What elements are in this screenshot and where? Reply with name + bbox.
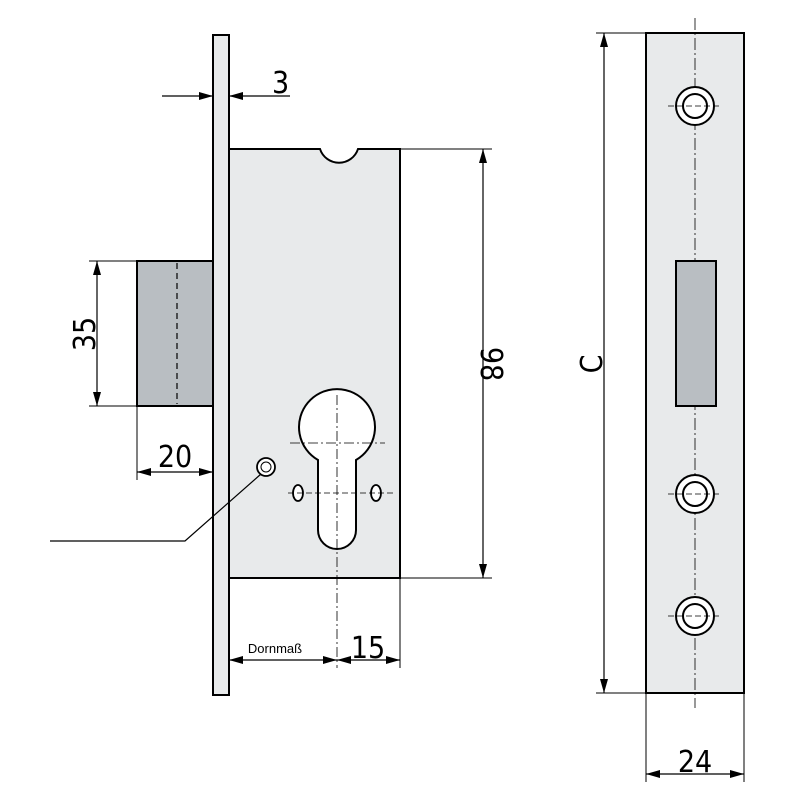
dim-bolt-projection: 20 bbox=[158, 440, 192, 475]
dim-faceplate-width: 24 bbox=[678, 745, 712, 780]
bolt bbox=[136, 260, 214, 407]
dim-backset-label: Dornmaß bbox=[248, 641, 302, 656]
leader-line bbox=[50, 473, 262, 542]
faceplate-side bbox=[212, 34, 230, 696]
lock-case bbox=[228, 148, 401, 579]
fixing-hole-inner bbox=[260, 461, 272, 473]
faceplate-screw-bottom bbox=[668, 596, 722, 636]
faceplate-screw-top bbox=[668, 86, 722, 126]
bolt-opening bbox=[675, 260, 717, 407]
dim-case-height: 98 bbox=[473, 347, 508, 381]
dim-bolt-height: 35 bbox=[68, 317, 103, 351]
faceplate-screw-middle bbox=[668, 474, 722, 514]
dim-backset-offset: 15 bbox=[351, 631, 385, 666]
dim-faceplate-length: C bbox=[575, 355, 610, 374]
dim-faceplate-thickness: 3 bbox=[272, 66, 289, 101]
